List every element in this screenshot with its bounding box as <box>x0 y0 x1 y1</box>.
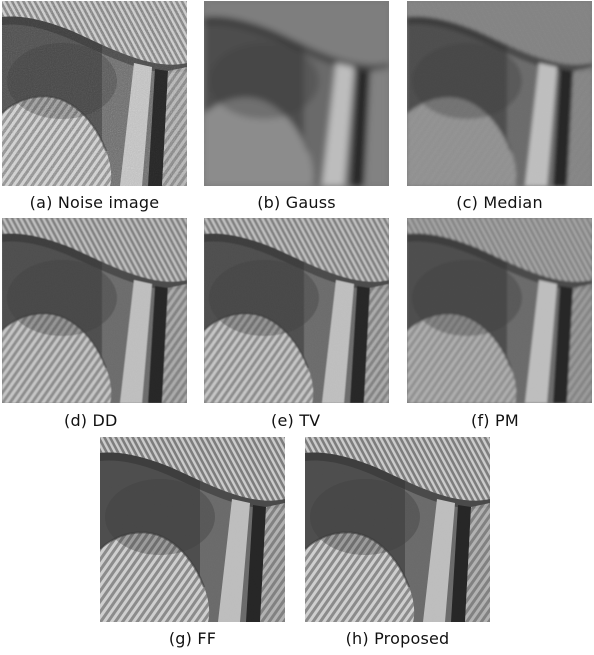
panel-caption-h: (h) Proposed <box>345 629 450 648</box>
panel-caption-d: (d) DD <box>64 411 118 430</box>
panel-picture-svg <box>204 1 389 186</box>
panel-caption-b: (b) Gauss <box>257 193 336 212</box>
panel-picture-svg <box>2 218 187 403</box>
panel-image-a <box>2 1 187 186</box>
panel-caption-a: (a) Noise image <box>29 193 160 212</box>
panel-picture-svg <box>204 218 389 403</box>
panel-image-h <box>305 437 490 622</box>
panel-image-e <box>204 218 389 403</box>
panel-image-g <box>100 437 285 622</box>
panel-caption-f: (f) PM <box>471 411 519 430</box>
panel-picture-svg <box>305 437 490 622</box>
panel-image-b <box>204 1 389 186</box>
panel-picture-svg <box>407 218 592 403</box>
panel-picture-svg <box>2 1 187 186</box>
panel-caption-g: (g) FF <box>168 629 217 648</box>
panel-caption-e: (e) TV <box>271 411 321 430</box>
panel-picture-svg <box>100 437 285 622</box>
panel-image-d <box>2 218 187 403</box>
panel-image-c <box>407 1 592 186</box>
panel-caption-c: (c) Median <box>456 193 543 212</box>
panel-picture-svg <box>407 1 592 186</box>
panel-image-f <box>407 218 592 403</box>
